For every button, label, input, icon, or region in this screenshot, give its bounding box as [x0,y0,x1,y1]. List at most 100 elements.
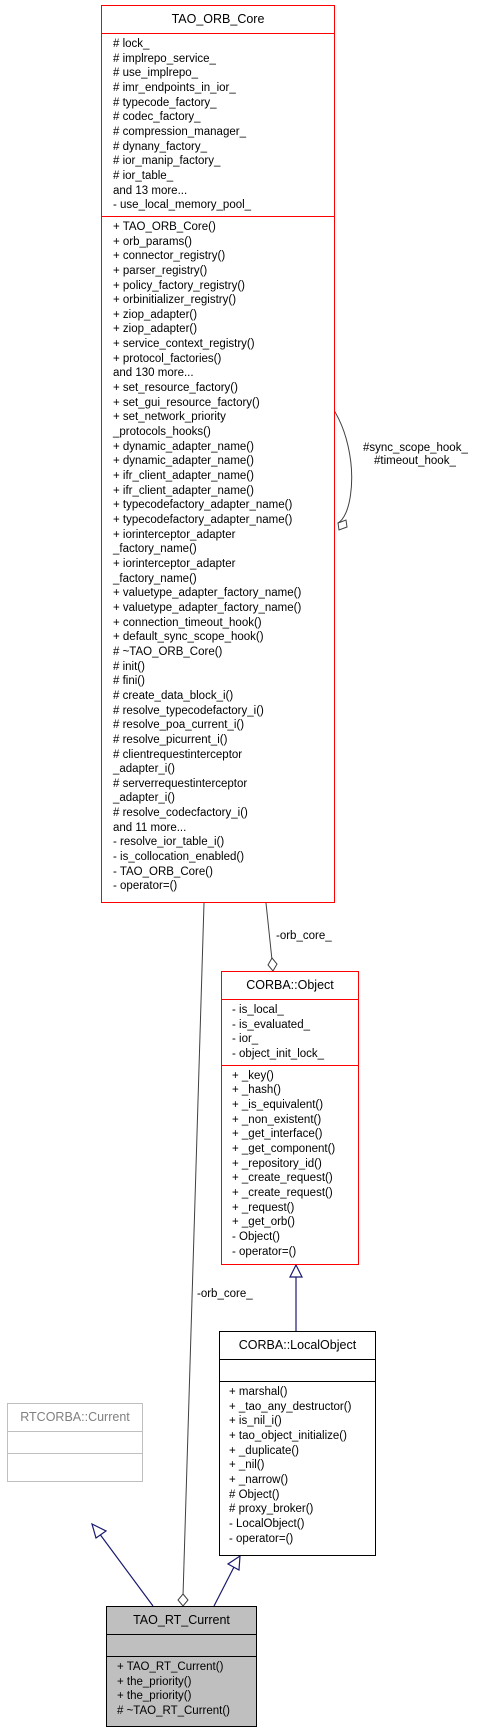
attribute: # imr_endpoints_in_ior_ [113,81,236,94]
inherit-arrow-rtcorba [91,1522,108,1539]
method: + _repository_id() [232,1157,322,1170]
method: + protocol_factories() [113,352,222,365]
method: + ifr_client_adapter_name() [113,484,254,497]
method: + ziop_adapter() [113,323,198,336]
method: + typecodefactory_adapter_name() [113,499,293,512]
method: + orb_params() [113,235,192,248]
method: + service_context_registry() [113,338,255,351]
attribute: # typecode_factory_ [113,96,217,109]
method: # create_data_block_i() [113,689,234,702]
attribute: - is_evaluated_ [232,1018,310,1031]
attribute: and 13 more... [113,184,188,197]
method: # fini() [113,675,145,688]
class-name: TAO_RT_Current [133,1613,230,1627]
method: and 11 more... [113,821,187,834]
method: + dynamic_adapter_name() [113,455,254,468]
method: and 130 more... [113,367,194,380]
method: # clientrequestinterceptor [113,748,243,761]
method: _protocols_hooks() [113,426,211,439]
method: - operator=() [113,880,178,893]
attribute: - is_local_ [232,1004,284,1016]
method: + ifr_client_adapter_name() [113,470,254,483]
method: + TAO_ORB_Core() [113,220,216,233]
method: + valuetype_adapter_factory_name() [113,587,302,600]
inherit-edge-rtcurrent-local [213,1566,235,1607]
attribute: # ior_manip_factory_ [113,155,221,168]
methods-section: + _key() + _hash() + _is_equivalent() + … [222,1066,358,1263]
method: # serverrequestinterceptor [113,777,248,790]
class-tao-rt-current[interactable]: TAO_RT_Current + TAO_RT_Current() + the_… [106,1606,257,1727]
class-name: CORBA::LocalObject [238,1338,357,1352]
method: + the_priority() [117,1675,192,1688]
method: + connection_timeout_hook() [113,616,262,629]
attribute: # lock_ [113,38,150,50]
method: - LocalObject() [229,1517,305,1530]
attribute: # codec_factory_ [113,111,201,124]
orb-core-edge-object [265,902,273,961]
method: + default_sync_scope_hook() [113,631,264,644]
method: # resolve_poa_current_i() [113,719,245,732]
method: _adapter_i() [113,792,176,805]
method: + is_nil_i() [229,1415,282,1428]
class-corba-object[interactable]: CORBA::Object - is_local_ - is_evaluated… [221,971,359,1265]
attributes-section [8,1432,142,1453]
attribute: - use_local_memory_pool_ [113,199,252,212]
class-rtcorba-current[interactable]: RTCORBA::Current [7,1403,143,1482]
attribute: # ior_table_ [113,169,174,182]
method: _adapter_i() [113,763,176,776]
attribute: # dynany_factory_ [113,140,207,153]
method: + dynamic_adapter_name() [113,440,254,453]
class-tao-orb-core[interactable]: TAO_ORB_Core # lock_ # implrepo_service_… [101,5,335,903]
orb-core-edge-rtcurrent [182,902,205,1597]
method: + _tao_any_destructor() [229,1400,352,1413]
method: # resolve_codecfactory_i() [113,807,248,820]
attribute: - ior_ [232,1033,259,1046]
method: - resolve_ior_table_i() [113,836,225,849]
orb-core-label-object: -orb_core_ [276,930,332,942]
method: - is_collocation_enabled() [113,851,245,864]
method: # resolve_picurrent_i() [113,733,228,746]
self-association-diamond [337,519,348,531]
attributes-section [107,1635,256,1656]
method: + _nil() [229,1459,265,1472]
method: + the_priority() [117,1690,192,1703]
method: + _create_request() [232,1172,333,1185]
method: + connector_registry() [113,250,226,263]
method: + valuetype_adapter_factory_name() [113,601,302,614]
class-corba-localobject[interactable]: CORBA::LocalObject + marshal() + _tao_an… [219,1331,376,1556]
methods-section [8,1454,142,1475]
method: _factory_name() [113,543,197,556]
method: - Object() [232,1230,280,1243]
method: + _narrow() [229,1473,289,1486]
method: + tao_object_initialize() [229,1429,347,1442]
method: + marshal() [229,1386,288,1398]
method: # Object() [229,1488,280,1501]
method: + set_network_priority [113,411,226,424]
method: # proxy_broker() [229,1503,314,1516]
method: + _hash() [232,1084,281,1097]
class-name: TAO_ORB_Core [171,12,265,26]
method: + set_resource_factory() [113,382,238,395]
methods-section: + marshal() + _tao_any_destructor() + is… [220,1382,375,1549]
self-assoc-label-2: #timeout_hook_ [374,455,456,467]
orb-core-diamond-rtcurrent [177,1593,189,1607]
attributes-section: # lock_ # implrepo_service_ # use_implre… [102,34,334,216]
method: - TAO_ORB_Core() [113,865,213,878]
method: + set_gui_resource_factory() [113,396,260,409]
class-name: CORBA::Object [246,978,334,992]
attribute: - object_init_lock_ [232,1047,325,1060]
method: - operator=() [232,1245,297,1258]
method: + _key() [232,1069,274,1082]
class-name: RTCORBA::Current [20,1410,130,1424]
method: _factory_name() [113,572,197,585]
method: + _duplicate() [229,1444,299,1457]
method: + typecodefactory_adapter_name() [113,514,293,526]
attribute: # implrepo_service_ [113,52,216,65]
self-assoc-label-1: #sync_scope_hook_ [363,442,468,454]
method: - operator=() [229,1532,294,1545]
method: # resolve_typecodefactory_i() [113,704,264,717]
orb-core-label-rtcurrent: -orb_core_ [197,1288,253,1300]
method: + orbinitializer_registry() [113,294,237,307]
method: # init() [113,660,145,673]
method: # ~TAO_ORB_Core() [113,645,223,658]
